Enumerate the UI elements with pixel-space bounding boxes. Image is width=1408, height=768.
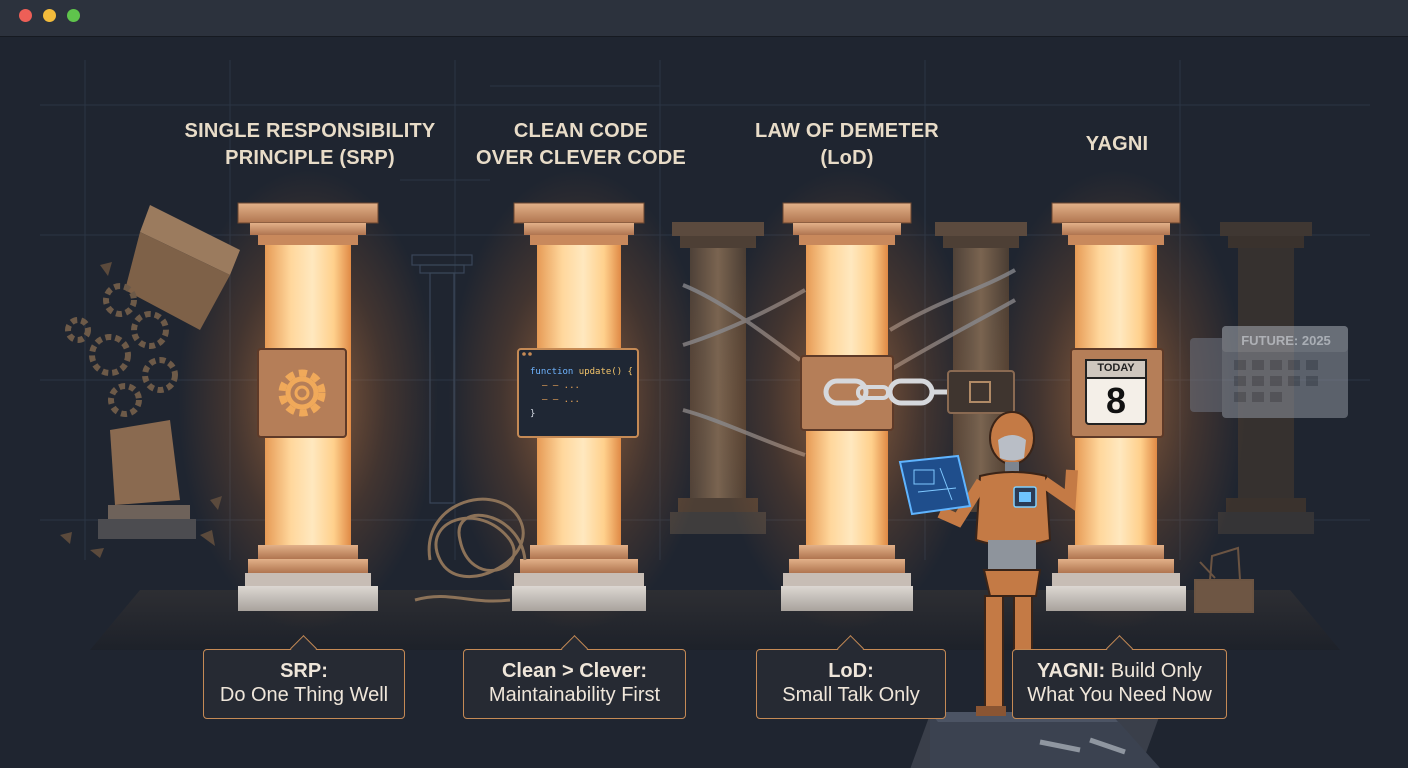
calendar-day: 8 (1105, 380, 1127, 421)
tangled-code-scribble (414, 497, 527, 603)
calendar-label: TODAY (1097, 362, 1135, 374)
toolbox-icon (1194, 546, 1254, 613)
gear-icon (278, 369, 326, 417)
callout-title: SRP: (280, 660, 328, 682)
close-window-button[interactable] (19, 9, 32, 22)
yagni-heading: YAGNI (1085, 133, 1149, 155)
callout-text: Do One Thing Well (219, 684, 389, 706)
srp-callout: SRP: Do One Thing Well (203, 635, 405, 719)
minimize-window-button[interactable] (43, 9, 56, 22)
callout-title: Clean > Clever: (501, 660, 648, 682)
callout-title: LoD: (828, 660, 874, 682)
illustration-canvas: SINGLE RESPONSIBILITY PRINCIPLE (SRP) CL… (0, 37, 1408, 768)
wrench-icon (1039, 737, 1126, 755)
clean-code-callout: Clean > Clever: Maintainability First (463, 635, 686, 719)
future-calendar (1190, 326, 1348, 418)
callout-text: What You Need Now (1027, 684, 1212, 706)
yagni-callout: YAGNI: Build Only What You Need Now (1012, 635, 1227, 719)
code-keyword: function (530, 367, 574, 377)
code-function: update() { (578, 367, 633, 377)
illustration-art (40, 60, 1370, 768)
code-line: — — ... (542, 395, 580, 405)
callout-title: YAGNI: (1037, 660, 1106, 682)
future-calendar-label: FUTURE: 2025 (1241, 333, 1331, 348)
title-bar (0, 0, 1408, 37)
callout-text: Small Talk Only (782, 684, 920, 706)
callout-text: Build Only (1110, 660, 1202, 682)
code-plaque (517, 348, 639, 438)
code-line: — — ... (542, 381, 580, 391)
lod-plaque (800, 355, 894, 431)
code-snippet: function update() { — — ... — — ... } (530, 365, 634, 421)
lod-heading: LAW OF DEMETER (LoD) (755, 120, 939, 169)
clean-code-heading: CLEAN CODE OVER CLEVER CODE (476, 120, 686, 169)
broken-pillar (60, 205, 240, 558)
maximize-window-button[interactable] (67, 9, 80, 22)
srp-heading: SINGLE RESPONSIBILITY PRINCIPLE (SRP) (184, 120, 436, 169)
lod-callout: LoD: Small Talk Only (756, 635, 946, 719)
callout-text: Maintainability First (488, 684, 661, 706)
code-line: } (530, 409, 536, 419)
